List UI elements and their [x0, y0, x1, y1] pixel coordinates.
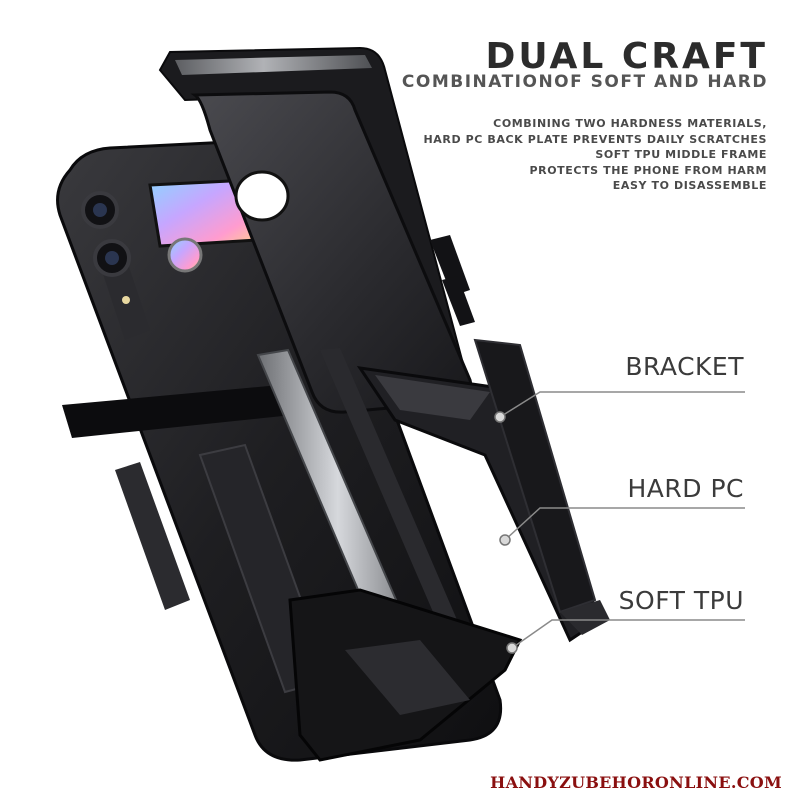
- callout-bracket-label: BRACKET: [625, 352, 744, 381]
- headline-title: DUAL CRAFT: [485, 36, 768, 77]
- callout-pointers: [499, 391, 745, 649]
- camera-module: [81, 191, 203, 304]
- feature-item: EASY TO DISASSEMBLE: [612, 179, 767, 192]
- feature-item: PROTECTS THE PHONE FROM HARM: [529, 163, 767, 177]
- feature-list: COMBINING TWO HARDNESS MATERIALS, HARD P…: [423, 116, 767, 194]
- back-plate: [190, 90, 475, 414]
- soft-tpu-frame: [288, 588, 523, 762]
- callout-soft-tpu-label: SOFT TPU: [618, 586, 744, 615]
- feature-item: SOFT TPU MIDDLE FRAME: [595, 148, 767, 161]
- kickstand-bracket: [356, 338, 610, 643]
- feature-item: HARD PC BACK PLATE PREVENTS DAILY SCRATC…: [423, 132, 767, 146]
- watermark-text: HANDYZUBEHORONLINE.COM: [490, 773, 782, 792]
- feature-item: COMBINING TWO HARDNESS MATERIALS,: [493, 117, 767, 130]
- headline-subtitle: COMBINATIONOF SOFT AND HARD: [401, 72, 768, 92]
- callout-dots: [494, 411, 518, 654]
- callout-hard-pc-label: HARD PC: [627, 474, 744, 503]
